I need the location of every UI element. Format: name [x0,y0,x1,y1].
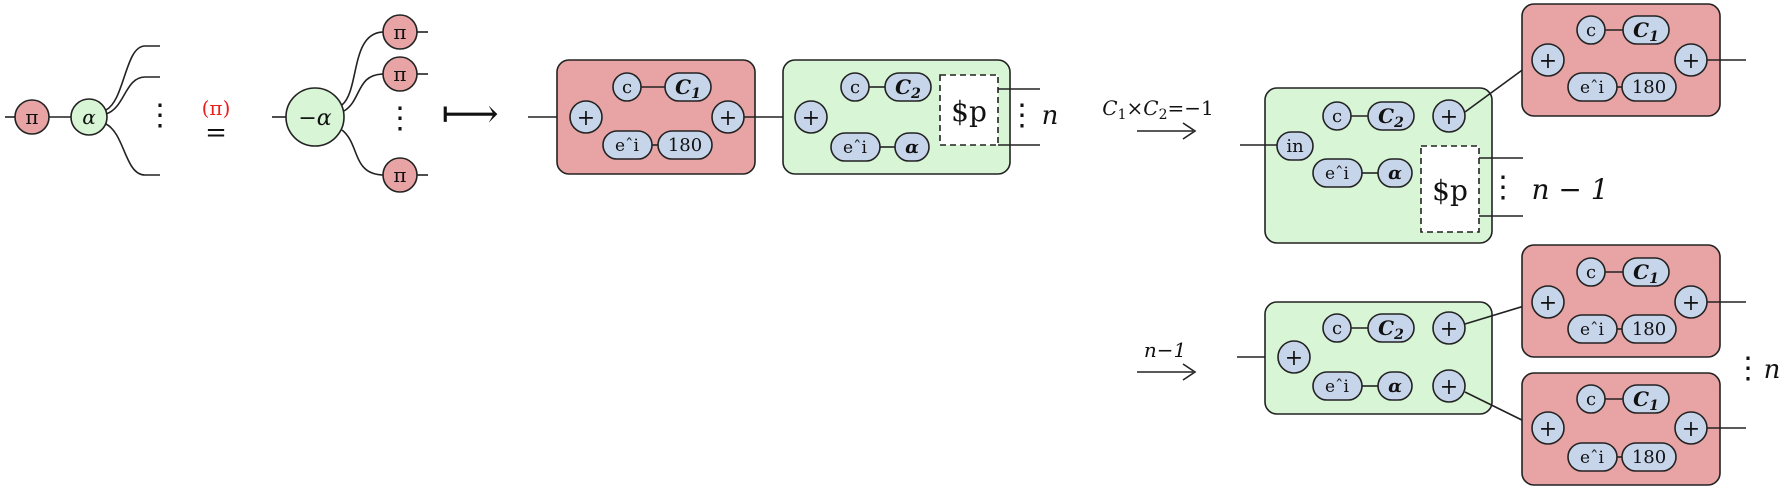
pi-copy-rule-rhs: −α π π π ⋮ [272,14,428,193]
svg-text:C1: C1 [1633,387,1659,414]
svg-text:+: + [1440,375,1458,400]
rule-label-pi: (π) [202,96,231,120]
svg-text:C2: C2 [1378,316,1404,343]
pi-spider-label: π [393,20,406,44]
svg-text:C1×C2=−1: C1×C2=−1 [1102,96,1213,123]
svg-text:in: in [1286,136,1304,157]
svg-text:+: + [1285,346,1303,371]
svg-text:+: + [1539,49,1557,74]
vdots: ⋮ [145,98,175,133]
svg-text:+: + [1440,317,1458,342]
svg-text:+: + [577,106,595,131]
arrow-c1-times-c2: C1×C2=−1 [1102,96,1214,140]
arrow-n-minus-1: n−1 [1137,338,1197,381]
svg-text:+: + [1539,291,1557,316]
svg-text:C1: C1 [1633,18,1659,45]
svg-text:+: + [1682,417,1700,442]
n-label: n [1042,101,1059,131]
pi-spider-label: π [25,105,38,129]
svg-text:+: + [1539,417,1557,442]
red-gadget-top: + c C1 eˆi 180 + [1521,3,1746,117]
svg-text:$p: $p [1432,174,1468,207]
svg-text:C1: C1 [675,75,701,102]
green-gadget-bottom: + c C2 + eˆi α + [1237,301,1535,427]
svg-text:C2: C2 [1378,104,1404,131]
neg-alpha-spider [285,87,345,147]
svg-text:+: + [1682,291,1700,316]
svg-text:180: 180 [1632,447,1666,468]
svg-text:+: + [1440,105,1458,130]
pi-copy-rule-lhs: π α ⋮ [5,45,175,176]
svg-text:+: + [719,106,737,131]
pi-spider-label: π [393,62,406,86]
svg-text:c: c [622,77,632,98]
svg-text:n−1: n−1 [1144,338,1186,362]
svg-text:180: 180 [1632,77,1666,98]
svg-text:eˆi: eˆi [615,136,640,156]
equals-sign: = [205,118,227,148]
svg-text:c: c [1332,106,1342,127]
green-gadget-in: in c C2 + eˆi α $p ⋮ n − 1 [1240,67,1609,244]
svg-text:$p: $p [951,95,987,128]
vdots: ⋮ [385,101,415,136]
svg-text:α: α [1388,163,1402,184]
svg-text:+: + [802,106,820,131]
vdots: ⋮ [1007,98,1037,133]
svg-text:180: 180 [1632,319,1666,340]
svg-text:c: c [1586,262,1596,283]
svg-text:c: c [1332,318,1342,339]
svg-text:+: + [1682,49,1700,74]
svg-text:eˆi: eˆi [843,138,868,158]
green-gadget: + c C2 eˆi α $p ⋮ n [782,59,1059,175]
vdots: ⋮ [1733,351,1763,386]
svg-text:C2: C2 [895,75,921,102]
svg-text:c: c [1586,20,1596,41]
neg-alpha-spider-label: −α [298,106,331,131]
svg-text:α: α [1388,376,1402,397]
maps-to-arrow: ⟼ [441,91,498,137]
vdots: ⋮ [1488,170,1518,205]
n-minus-1-label: n − 1 [1531,173,1608,206]
pi-spider-label: π [393,163,406,187]
svg-text:α: α [905,137,919,158]
svg-text:c: c [1586,389,1596,410]
svg-text:eˆi: eˆi [1580,78,1605,98]
red-gadget-bottom-1: + c C1 eˆi 180 + [1521,244,1746,358]
n-label: n [1764,355,1781,385]
svg-text:180: 180 [668,135,702,156]
svg-text:eˆi: eˆi [1580,448,1605,468]
red-gadget: + c C1 eˆi 180 + [528,59,795,175]
svg-text:eˆi: eˆi [1580,320,1605,340]
alpha-spider [70,98,108,136]
alpha-spider-label: α [82,105,96,129]
svg-text:eˆi: eˆi [1325,377,1350,397]
svg-text:c: c [850,77,860,98]
red-gadget-bottom-2: + c C1 eˆi 180 + [1521,372,1746,486]
svg-text:eˆi: eˆi [1325,164,1350,184]
svg-text:C1: C1 [1633,260,1659,287]
